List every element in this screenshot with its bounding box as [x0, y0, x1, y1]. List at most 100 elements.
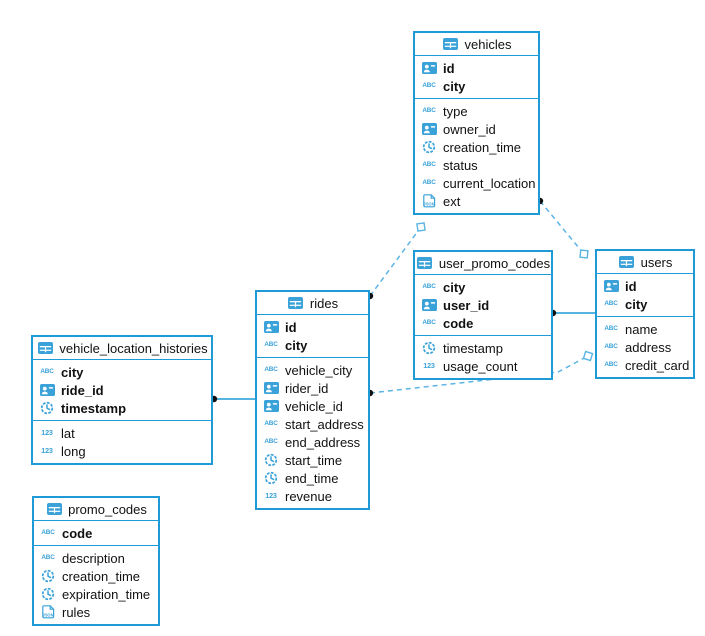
key-columns-section: ABC code: [34, 521, 158, 545]
abc-type-icon: ABC: [264, 437, 278, 445]
column-promo_codes-creation_time[interactable]: creation_time: [34, 567, 158, 585]
column-user_promo_codes-code[interactable]: ABC code: [415, 314, 551, 332]
column-rides-id[interactable]: id: [257, 318, 368, 336]
table-title: users: [640, 254, 673, 270]
abc-type-icon: ABC: [40, 367, 54, 375]
column-label: code: [62, 525, 93, 541]
column-vehicles-id[interactable]: id: [415, 59, 538, 77]
column-rides-end_time[interactable]: end_time: [257, 469, 368, 487]
relation-vehicle_location_histories-rides[interactable]: [210, 395, 255, 403]
column-label: creation_time: [443, 139, 522, 155]
column-user_promo_codes-timestamp[interactable]: timestamp: [415, 339, 551, 357]
abc-type-icon: ABC: [264, 419, 278, 427]
table-header-user_promo_codes[interactable]: user_promo_codes: [415, 252, 551, 275]
json-type-icon: JSON: [420, 194, 438, 208]
relation-endpoint-square: [579, 249, 589, 259]
abc-type-icon: ABC: [422, 318, 436, 326]
relation-vehicles-users[interactable]: [536, 197, 589, 259]
column-label: owner_id: [443, 121, 496, 137]
num-type-icon: 123: [41, 446, 53, 456]
column-label: usage_count: [443, 358, 518, 374]
column-vehicles-owner_id[interactable]: owner_id: [415, 120, 538, 138]
table-header-vehicle_location_histories[interactable]: vehicle_location_histories: [33, 337, 211, 360]
id-type-icon: [262, 400, 280, 412]
column-user_promo_codes-user_id[interactable]: user_id: [415, 296, 551, 314]
abc-type-icon: ABC: [422, 81, 436, 89]
column-rides-end_address[interactable]: ABC end_address: [257, 433, 368, 451]
num-type-icon: 123: [265, 491, 277, 501]
table-icon: [618, 256, 636, 268]
column-users-id[interactable]: id: [597, 277, 693, 295]
column-label: id: [443, 60, 455, 76]
column-label: timestamp: [61, 400, 127, 416]
column-label: creation_time: [62, 568, 141, 584]
table-title: promo_codes: [68, 501, 147, 517]
column-label: user_id: [443, 297, 490, 313]
column-label: id: [285, 319, 297, 335]
relation-user_promo_codes-users[interactable]: [549, 309, 595, 317]
column-label: address: [625, 339, 672, 355]
column-rides-rider_id[interactable]: rider_id: [257, 379, 368, 397]
column-vehicle_location_histories-ride_id[interactable]: ride_id: [33, 381, 211, 399]
column-label: city: [625, 296, 648, 312]
table-header-users[interactable]: users: [597, 251, 693, 274]
id-type-icon: [262, 321, 280, 333]
table-header-rides[interactable]: rides: [257, 292, 368, 315]
relation-line[interactable]: [539, 200, 585, 255]
column-label: end_address: [285, 434, 361, 450]
relation-line[interactable]: [369, 355, 589, 394]
column-label: type: [443, 103, 468, 119]
column-rides-vehicle_id[interactable]: vehicle_id: [257, 397, 368, 415]
clock-type-icon: [39, 569, 57, 583]
column-rides-start_time[interactable]: start_time: [257, 451, 368, 469]
column-promo_codes-expiration_time[interactable]: expiration_time: [34, 585, 158, 603]
table-icon: [416, 257, 434, 269]
abc-type-icon: ABC: [41, 528, 55, 536]
column-promo_codes-code[interactable]: ABC code: [34, 524, 158, 542]
column-label: expiration_time: [62, 586, 151, 602]
column-vehicle_location_histories-timestamp[interactable]: timestamp: [33, 399, 211, 417]
table-header-promo_codes[interactable]: promo_codes: [34, 498, 158, 521]
relation-endpoint-square: [416, 222, 426, 232]
column-vehicles-creation_time[interactable]: creation_time: [415, 138, 538, 156]
json-type-icon: JSON: [39, 605, 57, 619]
column-label: code: [443, 315, 474, 331]
id-type-icon: [262, 382, 280, 394]
clock-type-icon: [262, 453, 280, 467]
id-type-icon: [420, 299, 438, 311]
table-header-vehicles[interactable]: vehicles: [415, 33, 538, 56]
abc-type-icon: ABC: [422, 178, 436, 186]
abc-type-icon: ABC: [264, 340, 278, 348]
